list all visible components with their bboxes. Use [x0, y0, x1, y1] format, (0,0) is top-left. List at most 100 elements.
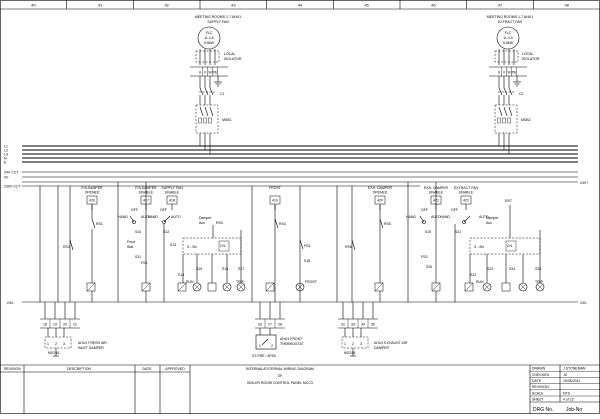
rail-label-24v-plus: 24V+: [580, 181, 588, 185]
control-circuit-frost: RS4 S18 FS2 FROST: [251, 186, 318, 302]
module-id: 420: [377, 199, 383, 203]
module-title: ENABLE: [139, 191, 153, 195]
contact-s14: S14: [178, 273, 184, 277]
motor-2-isolator-line1: LOCAL: [522, 52, 534, 56]
motor-2-local-isolator: [494, 50, 519, 63]
drawing-title-line1: INTERNAL/EXTERNAL WIRING DIAGRAM: [246, 367, 314, 371]
module-title: EXH. DAMPER: [368, 186, 393, 190]
relay-rs1-label: RS1: [96, 222, 103, 226]
title-field-value: 15/06/2011: [563, 379, 580, 383]
ruler-label: 41: [98, 3, 103, 8]
motor-2-rating-current: 11.4 A: [503, 36, 513, 40]
title-field-label: SCALE: [532, 391, 544, 395]
module-title: OPENED: [85, 191, 100, 195]
switch-2-off: OFF: [160, 208, 167, 212]
title-header-revision: REVISION: [4, 367, 21, 371]
motor-terminal-label: PE: [213, 71, 218, 75]
motor-1-isolator-line2: ISOLATOR: [224, 57, 242, 61]
title-field-label: DATE: [532, 379, 542, 383]
ruler-label: 40: [31, 3, 36, 8]
damper-aux-line1: Damper: [199, 216, 212, 220]
contact-s22: S22: [470, 273, 476, 277]
motor-terminal-label: U: [498, 71, 501, 75]
breaker-msb2: MSB2: [494, 104, 531, 134]
motor-1-local-isolator: [195, 50, 220, 63]
lamp-run-2: RUN: [476, 280, 484, 284]
frost-stat-line2: Stat: [127, 245, 133, 249]
contact-s24: S24: [509, 267, 515, 271]
ruler-label: 44: [298, 3, 303, 8]
title-block: REVISION DESCRIPTION DATE APPROVED INTER…: [0, 364, 600, 414]
switch-3-hand: HAND: [406, 215, 416, 219]
contact-s21: S21: [455, 230, 461, 234]
module-id: 422: [463, 199, 469, 203]
motor-supply-fan: MEETING ROOMS 1-7 AHU1 SUPPLY FAN FLC 11…: [190, 15, 242, 154]
device-1-part: MX24A: [48, 351, 60, 355]
motor-1-rating-power: 5.5kW: [204, 41, 215, 45]
switch-2-auto: AUTO: [171, 215, 181, 219]
motor-terminal-label: W: [507, 71, 511, 75]
rail-label-24v-minus-left: 24V-: [7, 301, 15, 305]
breaker-msb1: MSB1: [195, 104, 232, 134]
selector-switch-supply-fan: HAND OFF AUTO S12 Damper Aux RS3 S13 S14…: [148, 208, 244, 277]
switch-4-off: OFF: [451, 208, 458, 212]
relay-rs5-label: RS5: [384, 222, 391, 226]
ruler-label: 42: [164, 3, 169, 8]
rail-label: L3: [4, 153, 8, 157]
terminal-number: 34: [361, 323, 365, 327]
breaker-msb1-label: MSB1: [222, 118, 232, 122]
switch-1-off: OFF: [131, 208, 138, 212]
motor-1-title-line1: MEETING ROOMS 1-7 AHU1: [195, 15, 241, 19]
device-3-terminal-2: 2: [352, 342, 354, 346]
device-frost-thermostat: 1 2 ST-FRE / 4P6S AHU1 FROST THERMOSTAT: [252, 328, 304, 358]
contactor-c2: C2: [498, 87, 524, 105]
contact-s10: S10: [135, 230, 141, 234]
motor-2-rating-flc: FLC: [505, 31, 512, 35]
device-2-terminal-1: 1: [259, 344, 261, 348]
switch-4-hand: HAND: [440, 215, 450, 219]
contact-s12: S12: [163, 230, 169, 234]
motor-2-symbol: [496, 26, 520, 50]
ruler-label: 45: [364, 3, 369, 8]
title-field-label: SHEET: [532, 398, 545, 402]
contact-s13: S13: [170, 243, 176, 247]
title-header-description: DESCRIPTION: [67, 367, 91, 371]
terminal-number: 35: [371, 323, 375, 327]
module-title: ENABLE: [429, 191, 443, 195]
lamp-trip-2: TRIP: [535, 280, 544, 284]
control-circuit-supply: RS1 RS2 HAND OFF AUTO S10 Frost Stat S11…: [39, 182, 246, 302]
contactor-c2-label: C2: [519, 92, 524, 96]
motor-terminal-label: W: [208, 71, 212, 75]
device-3-terminal-3: 3: [360, 342, 362, 346]
motor-2-rating-power: 5.5kW: [503, 41, 514, 45]
device-3-terminal-1: 1: [344, 342, 346, 346]
title-header-date: DATE: [142, 367, 152, 371]
terminal-number: 33: [351, 323, 355, 327]
motor-extract-fan: MEETING ROOMS 1-7 AHU1 EXTRACT FAN FLC 1…: [487, 15, 540, 154]
ruler-label: 43: [231, 3, 236, 8]
terminal-number: 28: [278, 323, 282, 327]
rail-label: 0V: [4, 176, 9, 180]
title-field-value: JS: [563, 373, 568, 377]
svg-text:O/L: O/L: [220, 244, 226, 248]
frost-stat-line1: Frost: [127, 240, 135, 244]
switch-3-off: OFF: [421, 208, 428, 212]
damper-aux-line2: Aux: [199, 221, 205, 225]
contact-s11: S11: [135, 255, 141, 259]
drawing-title-line3: BOILER ROOM CONTROL PANEL MCC3: [247, 381, 313, 385]
relay-fs3-label: FS3: [421, 255, 427, 259]
rail-label: 230V CCT: [4, 185, 21, 189]
contactor-c1: C1: [199, 87, 225, 105]
relay-rs3-label: RS3: [216, 221, 223, 225]
device-fresh-air-damper: 1 2 3 MX24A AHU1 FRESH AIR INLET DAMPER: [44, 328, 107, 357]
selector-switch-exh-damper: HAND OFF AUTO S19 FS3 S20: [406, 208, 441, 269]
relay-rs4-label: RS4: [279, 222, 286, 226]
terminal-number: 20: [63, 323, 67, 327]
device-2-label-line2: THERMOSTAT: [280, 342, 304, 346]
switch-1-hand: HAND: [118, 215, 128, 219]
